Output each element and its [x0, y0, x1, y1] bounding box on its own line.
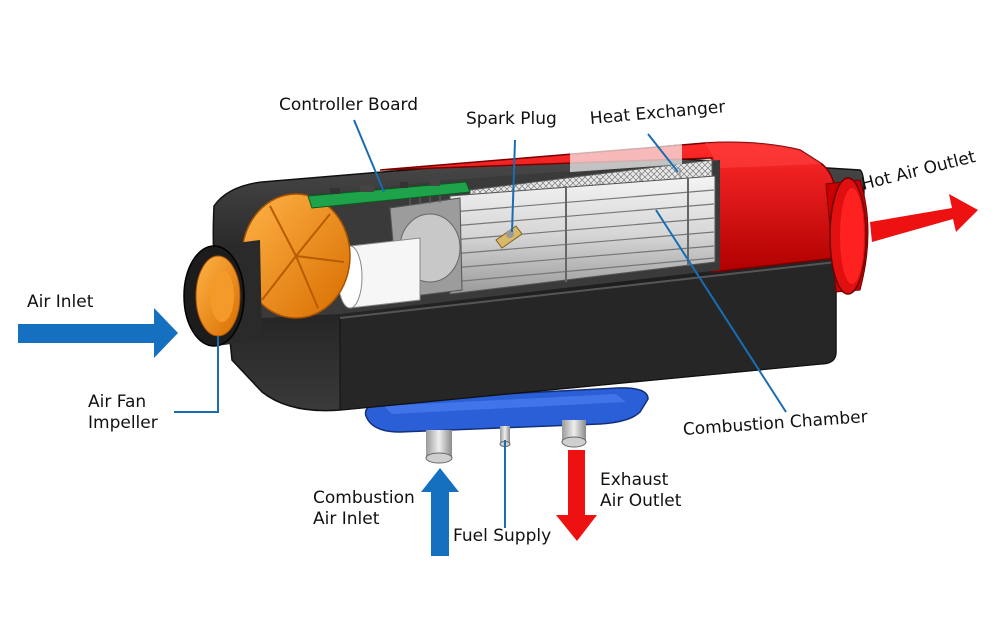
leader-air-fan-impeller	[174, 336, 219, 413]
leader-combustion-chamber	[655, 209, 787, 413]
label-controller-board: Controller Board	[279, 95, 418, 115]
leader-spark-plug	[511, 139, 516, 233]
label-exhaust-air-outlet: Exhaust Air Outlet	[600, 470, 682, 511]
leader-heat-exchanger	[647, 133, 679, 173]
leader-controller-board	[353, 119, 385, 193]
label-air-inlet: Air Inlet	[27, 292, 94, 312]
air-inlet-arrow	[18, 308, 178, 358]
combustion-air-inlet-arrow	[421, 468, 459, 556]
controller-board	[307, 180, 471, 209]
fan-motor	[337, 237, 421, 309]
exhaust-air-outlet-arrow	[556, 450, 597, 541]
label-air-fan-impeller: Air Fan Impeller	[88, 392, 158, 433]
air-inlet-tube	[183, 240, 262, 347]
combustion-air-pipe	[425, 430, 453, 464]
leader-lines	[174, 119, 787, 528]
air-fan-impeller	[241, 193, 351, 319]
label-spark-plug: Spark Plug	[466, 109, 557, 129]
hot-air-outlet-nozzle	[825, 177, 869, 295]
label-fuel-supply: Fuel Supply	[453, 526, 552, 546]
combustion-chamber	[449, 144, 716, 295]
label-combustion-air-inlet: Combustion Air Inlet	[313, 488, 415, 529]
hot-air-outlet-arrow	[870, 194, 978, 242]
exhaust-pipe	[561, 420, 587, 448]
